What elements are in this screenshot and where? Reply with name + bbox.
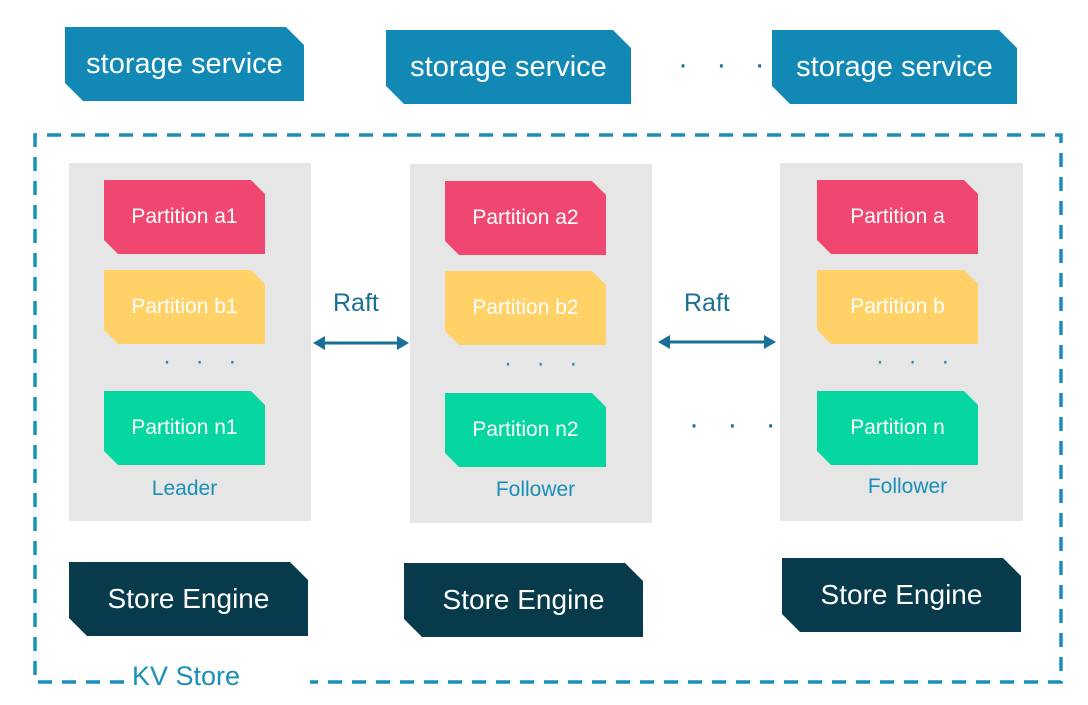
partition-label: Partition n1 [131,416,238,439]
partition-label: Partition a [850,205,945,228]
partition-label: Partition a1 [131,205,238,228]
partition-b-box: Partition b [817,270,978,344]
partition-n-box: Partition n1 [104,391,265,465]
store-engine-box: Store Engine [782,558,1021,632]
storage-service-box: storage service [65,27,304,101]
raft-bidirectional-arrow [313,336,409,350]
partition-label: Partition b [850,295,945,318]
partition-label: Partition b2 [472,296,579,319]
storage-service-label: storage service [410,50,607,83]
storage-services-ellipsis: · · · [678,48,775,81]
store-engine-box: Store Engine [404,563,643,637]
storage-service-label: storage service [86,47,283,80]
store-engine-label: Store Engine [820,579,983,610]
partition-label: Partition b1 [131,295,238,318]
store-engine-label: Store Engine [107,583,270,614]
partition-ellipsis: · · · [163,348,246,375]
storage-service-box: storage service [386,30,631,104]
storage-service-box: storage service [772,30,1017,104]
store-engine-label: Store Engine [442,584,605,615]
node-role-label: Follower [867,475,948,498]
partition-label: Partition n2 [472,418,579,441]
partition-b-box: Partition b1 [104,270,265,344]
partition-ellipsis: · · · [876,348,959,375]
node-role-label: Follower [495,478,576,501]
store-engine-box: Store Engine [69,562,308,636]
partition-a-box: Partition a [817,180,978,254]
partition-n-box: Partition n [817,391,978,465]
storage-service-label: storage service [796,50,993,83]
kv-store-label: KV Store [124,661,249,692]
partition-a-box: Partition a2 [445,181,606,255]
node-role-label: Leader [151,477,218,500]
partition-label: Partition a2 [472,206,579,229]
raft-bidirectional-arrow [658,335,776,349]
partition-label: Partition n [850,416,945,439]
partition-ellipsis: · · · [504,350,587,377]
nodes-ellipsis: · · · [689,408,786,441]
partition-b-box: Partition b2 [445,271,606,345]
partition-a-box: Partition a1 [104,180,265,254]
partition-n-box: Partition n2 [445,393,606,467]
raft-label: Raft [333,289,379,317]
raft-label: Raft [684,289,730,317]
